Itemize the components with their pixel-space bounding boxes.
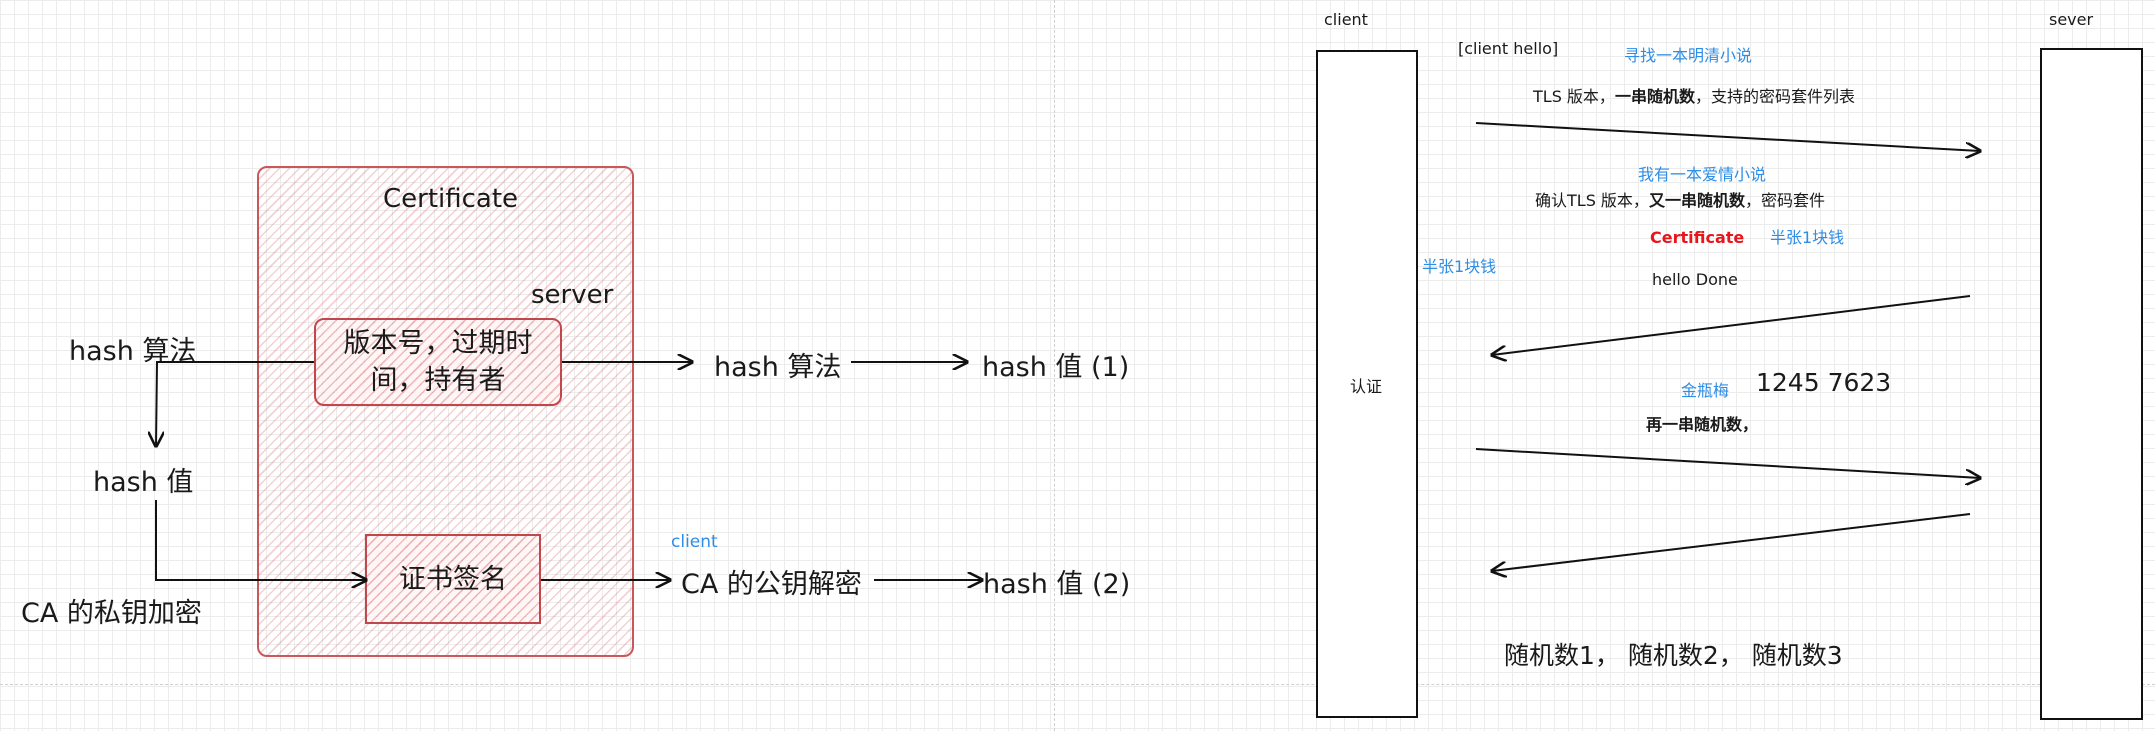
- arrow-fields-to-hash-value: [156, 361, 314, 446]
- message-client-hello: [1475, 122, 1980, 151]
- certificate-signature-box[interactable]: 证书签名: [365, 534, 541, 624]
- certificate-signature-label: 证书签名: [399, 563, 507, 595]
- server-hello-random: 又一串随机数: [1648, 191, 1745, 210]
- server-hello-note: 我有一本爱情小说: [1638, 165, 1767, 184]
- client-label-left: client: [671, 532, 718, 552]
- half-note-client: 半张1块钱: [1422, 257, 1497, 276]
- server-hello-text-part2: ，密码套件: [1744, 191, 1825, 210]
- client-lifeline[interactable]: [1316, 50, 1418, 718]
- premaster-numbers: 1245 7623: [1756, 368, 1892, 397]
- client-hello-note: 寻找一本明清小说: [1624, 46, 1753, 65]
- hello-done-label: hello Done: [1652, 270, 1738, 289]
- server-hello-text-part1: 确认TLS 版本，: [1535, 191, 1649, 210]
- hash-value-2: hash 值 (2): [983, 569, 1131, 600]
- hash-value-left: hash 值: [93, 467, 194, 498]
- random-summary: 随机数1， 随机数2， 随机数3: [1504, 641, 1843, 670]
- client-hello-random: 一串随机数: [1614, 87, 1695, 106]
- client-hello-text-part1: TLS 版本，: [1533, 87, 1615, 106]
- hash-algorithm-right: hash 算法: [714, 352, 842, 383]
- client-hello-tag: [client hello]: [1458, 39, 1559, 58]
- server-column-title: sever: [2049, 10, 2094, 29]
- hash-value-1: hash 值 (1): [982, 352, 1130, 383]
- message-server-hello: [1492, 295, 1971, 355]
- client-lifeline-label: 认证: [1350, 377, 1383, 396]
- client-hello-text: TLS 版本，一串随机数，支持的密码套件列表: [1533, 83, 1855, 107]
- premaster-text: 再一串随机数，: [1646, 415, 1759, 434]
- half-note-server: 半张1块钱: [1770, 228, 1845, 247]
- message-client-key-exchange: [1475, 448, 1980, 478]
- page-divider-horizontal: [0, 684, 2155, 685]
- premaster-note: 金瓶梅: [1681, 381, 1730, 400]
- certificate-title: Certificate: [383, 184, 519, 214]
- message-server-finished: [1492, 513, 1971, 571]
- arrow-hash-value-to-signature: [155, 500, 366, 580]
- server-hello-text: 确认TLS 版本，又一串随机数，密码套件: [1535, 187, 1825, 211]
- certificate-fields-label: 版本号，过期时间，持有者: [343, 328, 533, 396]
- server-label: server: [531, 280, 614, 310]
- client-column-title: client: [1324, 10, 1368, 29]
- client-hello-text-part2: ，支持的密码套件列表: [1694, 87, 1855, 106]
- certificate-fields-box[interactable]: 版本号，过期时间，持有者: [314, 318, 562, 406]
- ca-private-key-encrypt: CA 的私钥加密: [21, 598, 202, 629]
- server-lifeline[interactable]: [2040, 48, 2143, 720]
- ca-public-key-decrypt: CA 的公钥解密: [681, 569, 862, 600]
- page-divider-vertical: [1054, 0, 1055, 731]
- certificate-message-label: Certificate: [1650, 228, 1745, 247]
